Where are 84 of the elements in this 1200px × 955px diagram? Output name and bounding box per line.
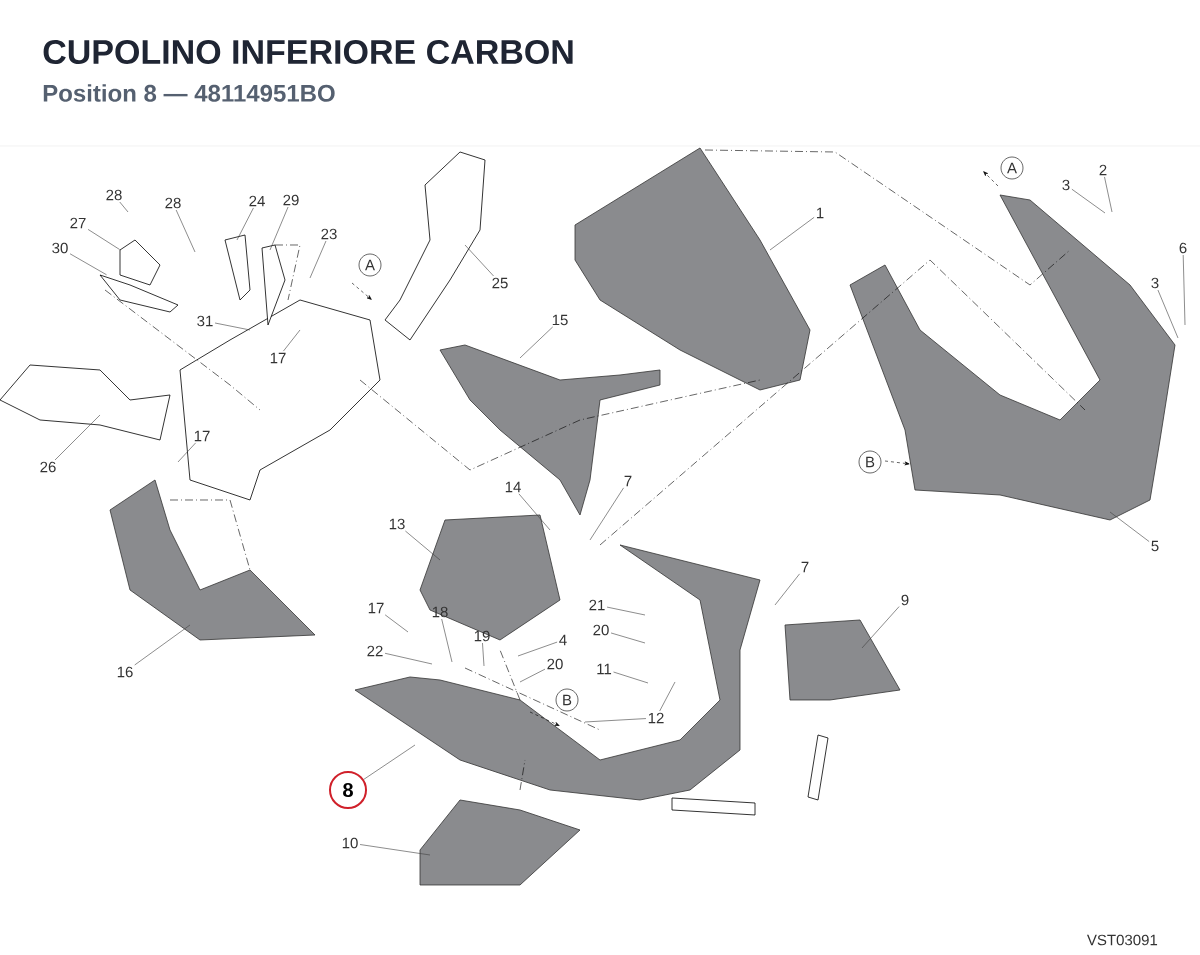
leader-line xyxy=(177,442,196,463)
callout-number: 12 xyxy=(648,712,664,724)
bracket-drawing xyxy=(99,274,179,313)
callout-number: 3 xyxy=(1062,179,1070,191)
bracket-drawing xyxy=(119,239,161,286)
callout-number: 6 xyxy=(1179,242,1187,254)
leader-line xyxy=(519,326,553,359)
callout-number: 18 xyxy=(432,606,448,618)
callout-number: 29 xyxy=(283,194,299,206)
leader-line xyxy=(1109,511,1150,542)
leader-line xyxy=(309,240,327,279)
callout-number: 1 xyxy=(817,207,824,219)
leader-line xyxy=(1182,254,1186,326)
reference-letter: A xyxy=(358,253,382,277)
leader-line xyxy=(517,641,558,657)
callout-number: 27 xyxy=(70,217,86,229)
drawing-code: VST03091 xyxy=(1087,934,1158,946)
callout-number: 23 xyxy=(321,228,337,240)
leader-line xyxy=(482,642,485,667)
callout-number: 2 xyxy=(1099,164,1107,176)
leader-line xyxy=(584,718,647,723)
leader-line xyxy=(363,744,416,780)
leader-line xyxy=(610,632,646,644)
reference-letter: B xyxy=(858,450,882,474)
callout-number: 16 xyxy=(117,666,133,678)
title: CUPOLINO INFERIORE CARBON xyxy=(43,39,573,65)
leader-line xyxy=(87,229,121,250)
leader-line xyxy=(774,573,800,606)
leader-line xyxy=(283,329,301,352)
leader-line xyxy=(69,253,107,276)
leader-line xyxy=(1104,176,1113,213)
callout-number: 7 xyxy=(801,561,809,573)
callout-number: 10 xyxy=(342,837,358,849)
callout-number: 24 xyxy=(249,195,265,207)
leader-line xyxy=(613,671,649,684)
callout-number: 30 xyxy=(52,242,68,254)
callout-number: 28 xyxy=(106,189,122,201)
leader-line xyxy=(54,414,101,461)
leader-line xyxy=(441,618,453,663)
subtitle: Position 8 — 48114951BO xyxy=(43,84,335,102)
leader-line xyxy=(269,206,289,251)
leader-line xyxy=(405,530,441,561)
callout-number: 5 xyxy=(1151,540,1159,552)
leader-line xyxy=(1157,289,1179,339)
callout-number: 20 xyxy=(593,624,609,636)
callout-number: 26 xyxy=(40,461,56,473)
leader-line xyxy=(518,493,551,531)
callout-number: 15 xyxy=(552,314,568,326)
leader-line xyxy=(659,681,676,712)
callout-number: 7 xyxy=(624,475,632,487)
leader-line xyxy=(119,201,129,213)
callout-number: 19 xyxy=(474,630,490,642)
callout-number: 11 xyxy=(597,663,612,675)
callout-number: 17 xyxy=(194,430,210,442)
leader-line xyxy=(606,606,646,616)
reference-letter: B xyxy=(555,688,579,712)
callout-number: 14 xyxy=(505,481,521,493)
callout-number: 17 xyxy=(270,352,286,364)
leader-line xyxy=(175,209,196,253)
leader-line xyxy=(1071,188,1106,214)
callout-number: 21 xyxy=(589,599,605,611)
leader-line xyxy=(519,668,546,683)
leader-line xyxy=(384,653,433,665)
reference-letter: A xyxy=(1000,156,1024,180)
highlighted-callout: 8 xyxy=(329,771,367,809)
leader-line xyxy=(464,244,494,277)
callout-number: 17 xyxy=(368,602,384,614)
callout-number: 31 xyxy=(197,315,213,327)
callout-number: 13 xyxy=(389,518,405,530)
callout-number: 9 xyxy=(901,594,909,606)
callout-number: 25 xyxy=(492,277,508,289)
callout-number: 4 xyxy=(559,634,567,646)
leader-line xyxy=(769,217,815,251)
callout-number: 3 xyxy=(1151,277,1159,289)
leader-line xyxy=(589,487,624,541)
callout-number: 22 xyxy=(367,645,383,657)
leader-line xyxy=(384,614,409,633)
callout-number: 28 xyxy=(165,197,181,209)
leader-line xyxy=(214,322,251,331)
leader-line xyxy=(134,624,191,666)
leader-line xyxy=(359,844,431,856)
leader-line xyxy=(236,207,254,241)
leader-line xyxy=(861,606,900,649)
callout-number: 20 xyxy=(547,658,563,670)
